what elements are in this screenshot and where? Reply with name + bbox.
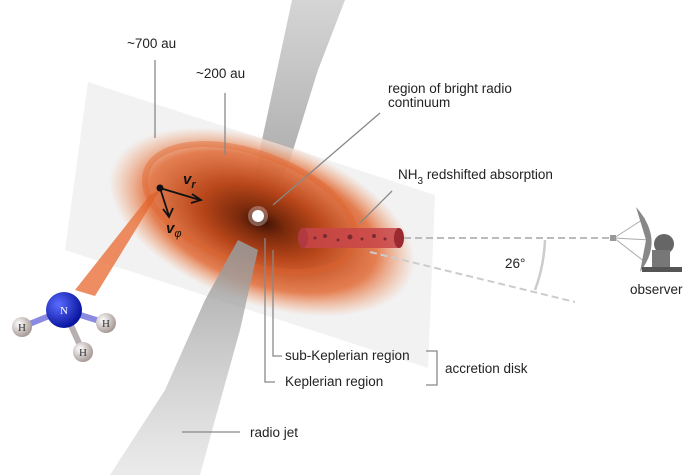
central-glow [248, 206, 268, 226]
keplerian-label: Keplerian region [285, 374, 383, 389]
v-phi-label: vφ [166, 220, 182, 240]
v-r-label: vr [183, 171, 196, 191]
hydrogen-atom-label: H [79, 347, 87, 359]
continuum-label-line1: region of bright radio [388, 81, 512, 96]
disk-axis-line [369, 251, 576, 303]
leader-lines [154, 60, 438, 433]
absorption-tube [298, 228, 404, 248]
radio-jet-lower [110, 240, 258, 475]
hydrogen-atom-label: H [18, 322, 26, 334]
inner-radius-label: ~200 au [196, 66, 245, 81]
ammonia-molecule: N H H H [12, 292, 116, 362]
sub-keplerian-label: sub-Keplerian region [285, 348, 410, 363]
hydrogen-atom-label: H [102, 318, 110, 330]
nitrogen-atom-label: N [60, 305, 68, 317]
outer-radius-label: ~700 au [127, 36, 176, 51]
angle-arc [533, 239, 547, 291]
central-source [252, 210, 264, 222]
observer-label: observer [630, 282, 683, 297]
angle-label: 26° [505, 256, 525, 271]
velocity-vectors [156, 184, 204, 219]
absorption-label: NH3 redshifted absorption [398, 167, 553, 187]
continuum-label-line2: continuum [388, 95, 450, 110]
radio-jet-label: radio jet [250, 425, 298, 440]
radio-telescope-icon [610, 207, 682, 272]
accretion-disk [109, 127, 415, 317]
accretion-disk-label: accretion disk [445, 361, 528, 376]
